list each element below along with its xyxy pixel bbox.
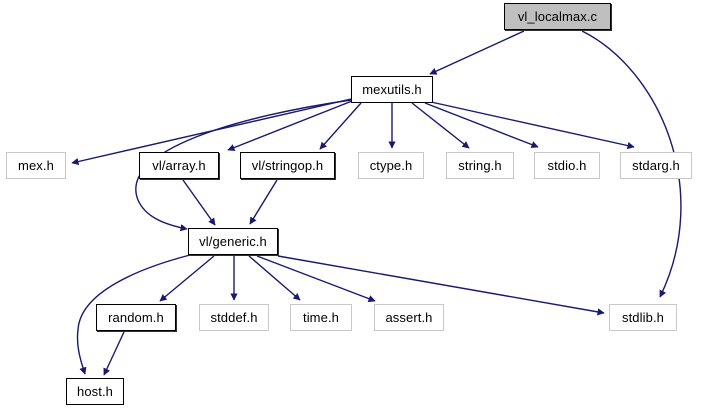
node-vl_stringop_h[interactable]: vl/stringop.h xyxy=(240,152,335,179)
node-stdarg_h[interactable]: stdarg.h xyxy=(620,152,692,179)
node-label-random_h: random.h xyxy=(108,310,164,325)
edge-vl_localmax_c-to-mexutils_h xyxy=(429,30,525,75)
node-label-vl_array_h: vl/array.h xyxy=(152,158,206,173)
node-vl_array_h[interactable]: vl/array.h xyxy=(139,152,219,179)
node-label-mex_h: mex.h xyxy=(18,158,54,173)
node-stddef_h[interactable]: stddef.h xyxy=(199,304,269,331)
node-label-stddef_h: stddef.h xyxy=(210,310,258,325)
edge-mexutils_h-to-stdio_h xyxy=(424,102,539,149)
edge-vl_generic_h-to-time_h xyxy=(248,255,301,301)
node-label-vl_generic_h: vl/generic.h xyxy=(199,234,267,249)
node-label-string_h: string.h xyxy=(458,158,502,173)
edge-vl_stringop_h-to-vl_generic_h xyxy=(249,179,278,225)
edge-mexutils_h-to-vl_stringop_h xyxy=(319,102,362,150)
node-label-stdio_h: stdio.h xyxy=(547,158,587,173)
edge-vl_generic_h-to-assert_h xyxy=(256,255,376,303)
node-label-stdarg_h: stdarg.h xyxy=(632,158,680,173)
node-vl_localmax_c[interactable]: vl_localmax.c xyxy=(504,3,611,30)
node-stdlib_h[interactable]: stdlib.h xyxy=(609,304,677,331)
node-vl_generic_h[interactable]: vl/generic.h xyxy=(188,228,278,255)
node-label-stdlib_h: stdlib.h xyxy=(622,310,664,325)
node-assert_h[interactable]: assert.h xyxy=(374,304,444,331)
node-label-ctype_h: ctype.h xyxy=(369,158,413,173)
edge-vl_generic_h-to-random_h xyxy=(159,255,215,302)
node-string_h[interactable]: string.h xyxy=(446,152,514,179)
edge-random_h-to-host_h xyxy=(103,331,125,376)
node-host_h[interactable]: host.h xyxy=(66,378,124,405)
node-mexutils_h[interactable]: mexutils.h xyxy=(351,76,433,103)
node-label-host_h: host.h xyxy=(76,384,113,399)
node-label-mexutils_h: mexutils.h xyxy=(362,82,422,97)
edge-mexutils_h-to-string_h xyxy=(411,102,470,149)
edge-vl_array_h-to-vl_generic_h xyxy=(182,179,216,226)
node-label-vl_stringop_h: vl/stringop.h xyxy=(251,158,324,173)
node-ctype_h[interactable]: ctype.h xyxy=(358,152,424,179)
node-label-assert_h: assert.h xyxy=(385,310,433,325)
edge-mexutils_h-to-stdarg_h xyxy=(430,101,635,150)
node-mex_h[interactable]: mex.h xyxy=(6,152,66,179)
node-random_h[interactable]: random.h xyxy=(96,304,176,331)
node-label-time_h: time.h xyxy=(302,310,339,325)
node-label-vl_localmax_c: vl_localmax.c xyxy=(517,9,598,24)
node-time_h[interactable]: time.h xyxy=(290,304,352,331)
edge-mexutils_h-to-vl_array_h xyxy=(227,100,353,151)
node-stdio_h[interactable]: stdio.h xyxy=(534,152,600,179)
